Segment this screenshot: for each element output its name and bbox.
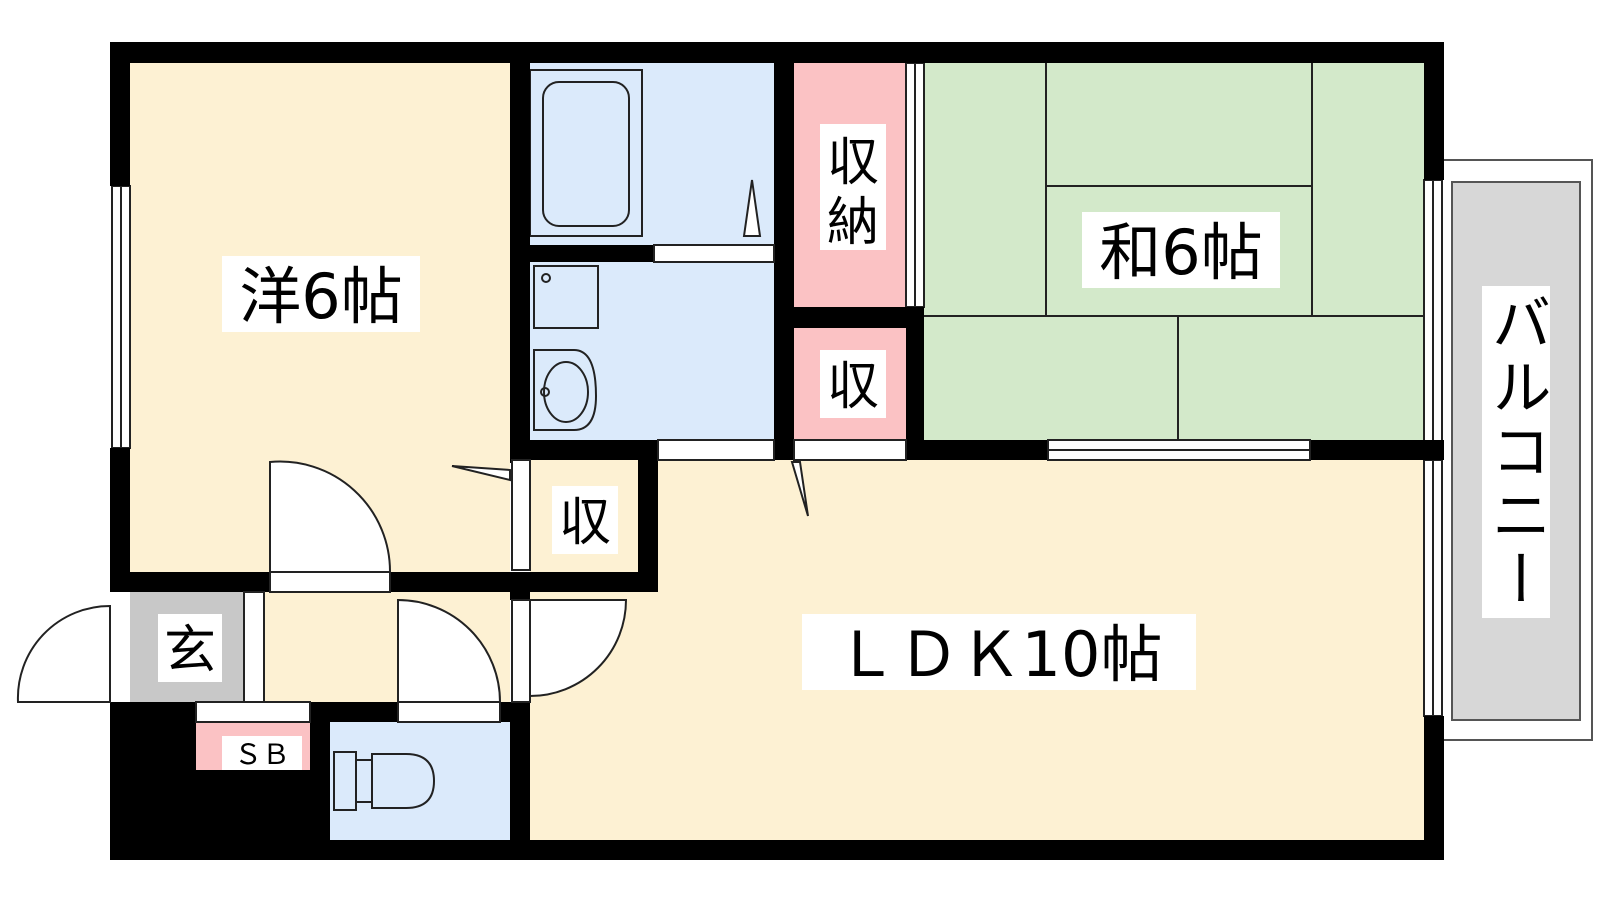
closet-small-upper-label: 収 bbox=[827, 357, 879, 417]
shoe-box-label: ＳＢ bbox=[234, 738, 290, 771]
walls bbox=[110, 42, 1444, 860]
balcony: バルコニー bbox=[1439, 159, 1593, 741]
toilet-icon bbox=[333, 751, 436, 811]
entrance-label: 玄 bbox=[164, 621, 216, 681]
washbasin-icon bbox=[533, 349, 598, 431]
sliding-doors bbox=[195, 244, 1311, 723]
western-room-label: 洋6帖 bbox=[239, 260, 402, 333]
ldk-floor-extension bbox=[658, 460, 1424, 575]
ldk-label: ＬＤＫ10帖 bbox=[836, 618, 1163, 691]
closet-main-label-bottom: 納 bbox=[827, 193, 879, 253]
toilet-floor bbox=[330, 722, 510, 840]
tatami-lines bbox=[924, 63, 1424, 440]
bath-floor bbox=[530, 63, 774, 245]
washing-machine-icon bbox=[533, 265, 599, 329]
swing-doors bbox=[16, 179, 809, 723]
balcony-label: バルコニー bbox=[1481, 292, 1551, 612]
japanese-room-label: 和6帖 bbox=[1099, 216, 1262, 289]
closet-small-lower-label: 収 bbox=[559, 493, 611, 553]
closet-main-label-top: 収 bbox=[827, 133, 879, 193]
